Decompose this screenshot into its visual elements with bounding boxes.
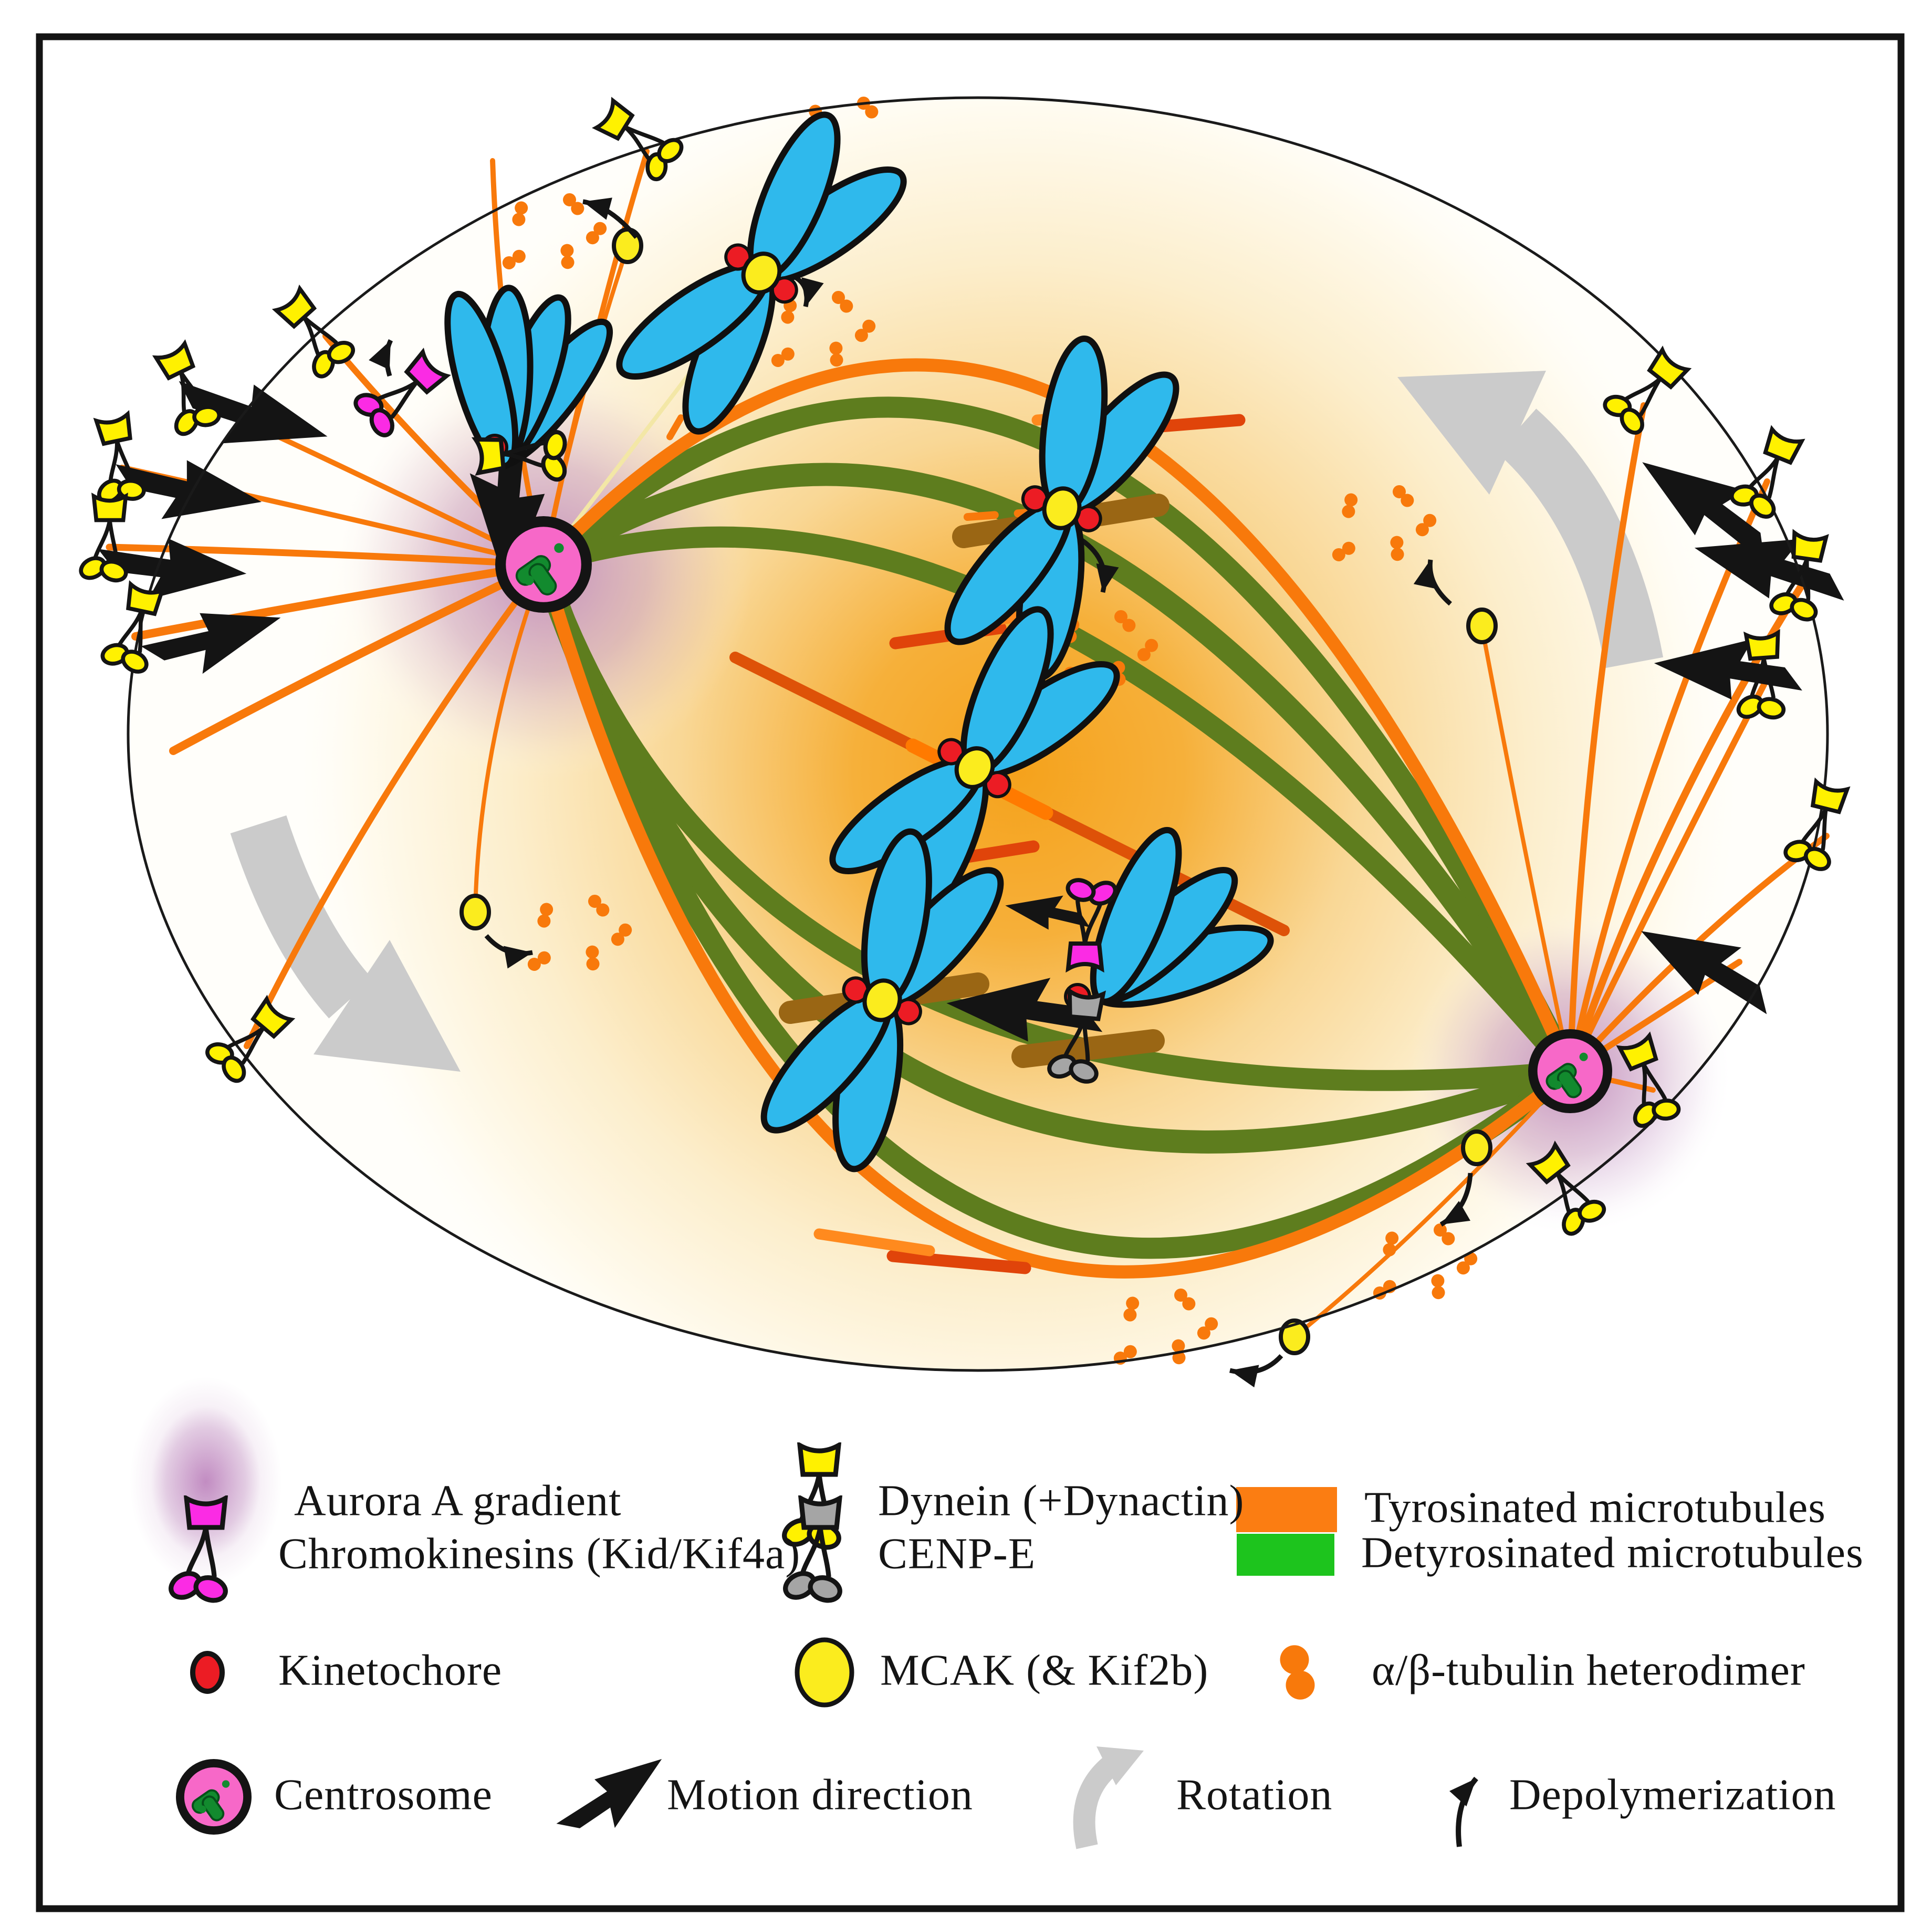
cenpe-icon bbox=[1047, 987, 1106, 1084]
cenpe-glyph bbox=[783, 1495, 843, 1603]
cenpe-icon bbox=[783, 1495, 843, 1603]
tubulin-dimer-icon bbox=[1280, 1645, 1315, 1700]
motion-arrow bbox=[1654, 639, 1802, 700]
legend-label-chromokinesin: Chromokinesins (Kid/Kif4a) bbox=[278, 1529, 801, 1578]
dynein-icon bbox=[471, 430, 567, 482]
legend-label-cenpe: CENP-E bbox=[878, 1529, 1036, 1578]
depolymerization-arrow bbox=[484, 934, 533, 969]
kinetochore-icon bbox=[190, 1651, 225, 1694]
dynein-glyph bbox=[782, 1442, 842, 1550]
dynein-icon bbox=[592, 97, 684, 182]
tubulin-dimer-cluster bbox=[1332, 485, 1437, 561]
dynein-icon bbox=[1783, 777, 1851, 871]
aurora-gradient-icon bbox=[130, 1377, 282, 1587]
tubulin-dimer-cluster bbox=[771, 290, 876, 367]
tubulin-dimer-cluster bbox=[1373, 1223, 1478, 1300]
chromokinesin-glyph bbox=[169, 1495, 228, 1603]
chromokinesin-icon bbox=[1066, 878, 1118, 973]
motion-arrow bbox=[1005, 895, 1090, 930]
rotation-arrow-bottom-left bbox=[230, 815, 461, 1072]
chromosome-upper-right bbox=[944, 336, 1179, 681]
tyrosinated-mt-icon bbox=[1236, 1487, 1337, 1532]
legend-label-motion: Motion direction bbox=[667, 1770, 973, 1819]
mcak-ball bbox=[1279, 1318, 1310, 1355]
detyrosinated-mt-icon bbox=[1237, 1534, 1334, 1576]
legend-label-dynein: Dynein (+Dynactin) bbox=[878, 1476, 1245, 1525]
motion-arrow bbox=[141, 613, 281, 674]
mcak-icon bbox=[795, 1637, 854, 1708]
legend-label-rotation: Rotation bbox=[1176, 1770, 1333, 1819]
dynein-icon bbox=[205, 995, 296, 1083]
legend-label-tubulin: α/β-tubulin heterodimer bbox=[1372, 1646, 1805, 1695]
dynein-icon bbox=[79, 493, 128, 583]
legend-label-centrosome: Centrosome bbox=[274, 1770, 493, 1819]
dynein-icon bbox=[100, 580, 165, 674]
dynein-icon bbox=[93, 410, 146, 504]
mcak-ball bbox=[459, 894, 491, 930]
dynein-icon bbox=[271, 284, 356, 379]
chromokinesin-icon bbox=[169, 1495, 228, 1603]
depolymerization-arrow bbox=[369, 339, 393, 377]
legend-label-kinetochore: Kinetochore bbox=[278, 1646, 503, 1695]
rotation-arrow-top-right bbox=[1397, 371, 1664, 668]
motion-arrow-icon bbox=[556, 1758, 662, 1828]
centrosome bbox=[1528, 1029, 1612, 1113]
cell-membrane bbox=[127, 96, 1829, 1372]
motion-arrow bbox=[556, 1758, 662, 1828]
motion-arrow bbox=[1642, 462, 1765, 563]
depolymerization-arrow bbox=[1439, 1173, 1473, 1227]
dynein-icon bbox=[1603, 346, 1692, 435]
motion-arrow bbox=[1641, 931, 1767, 1014]
depolymerization-arrow bbox=[1229, 1354, 1283, 1388]
motion-arrow bbox=[116, 460, 262, 519]
rotation-arrow-icon bbox=[1073, 1746, 1144, 1849]
motion-arrow bbox=[98, 538, 247, 600]
legend-label-tyrosinated: Tyrosinated microtubules bbox=[1364, 1483, 1826, 1532]
legend-label-aurora: Aurora A gradient bbox=[294, 1476, 622, 1525]
motion-arrow bbox=[946, 978, 1103, 1042]
legend-label-depoly: Depolymerization bbox=[1509, 1770, 1836, 1819]
motion-arrow bbox=[179, 381, 328, 444]
centrosome bbox=[176, 1759, 252, 1835]
mcak-ball bbox=[612, 227, 643, 264]
chromokinesin-icon bbox=[353, 348, 451, 437]
legend-label-detyrosinated: Detyrosinated microtubules bbox=[1361, 1528, 1864, 1577]
centrosome bbox=[495, 516, 592, 613]
mcak-ball bbox=[1461, 1129, 1492, 1166]
centrosome-icon bbox=[176, 1759, 252, 1835]
tubulin-dimer-cluster bbox=[502, 193, 607, 269]
chromosome-top bbox=[616, 111, 907, 435]
figure-frame bbox=[36, 33, 1905, 1912]
dynein-icon bbox=[782, 1442, 842, 1550]
mcak-ball bbox=[1466, 608, 1498, 644]
dynein-icon bbox=[1769, 529, 1829, 622]
dynein-icon bbox=[1729, 425, 1805, 519]
dynein-icon bbox=[1616, 1031, 1681, 1128]
legend-label-mcak: MCAK (& Kif2b) bbox=[880, 1646, 1209, 1695]
depolymerization-arrow bbox=[582, 197, 639, 239]
chromosome-bottom bbox=[760, 828, 1004, 1173]
depolymerization-icon bbox=[1449, 1776, 1478, 1847]
tubulin-dimer-cluster bbox=[527, 894, 632, 971]
depolymerization-arrow bbox=[1413, 559, 1452, 606]
dynein-icon bbox=[1526, 1140, 1606, 1236]
dynein-icon bbox=[1736, 629, 1786, 720]
dynein-icon bbox=[152, 339, 222, 436]
motion-arrow bbox=[469, 409, 545, 591]
